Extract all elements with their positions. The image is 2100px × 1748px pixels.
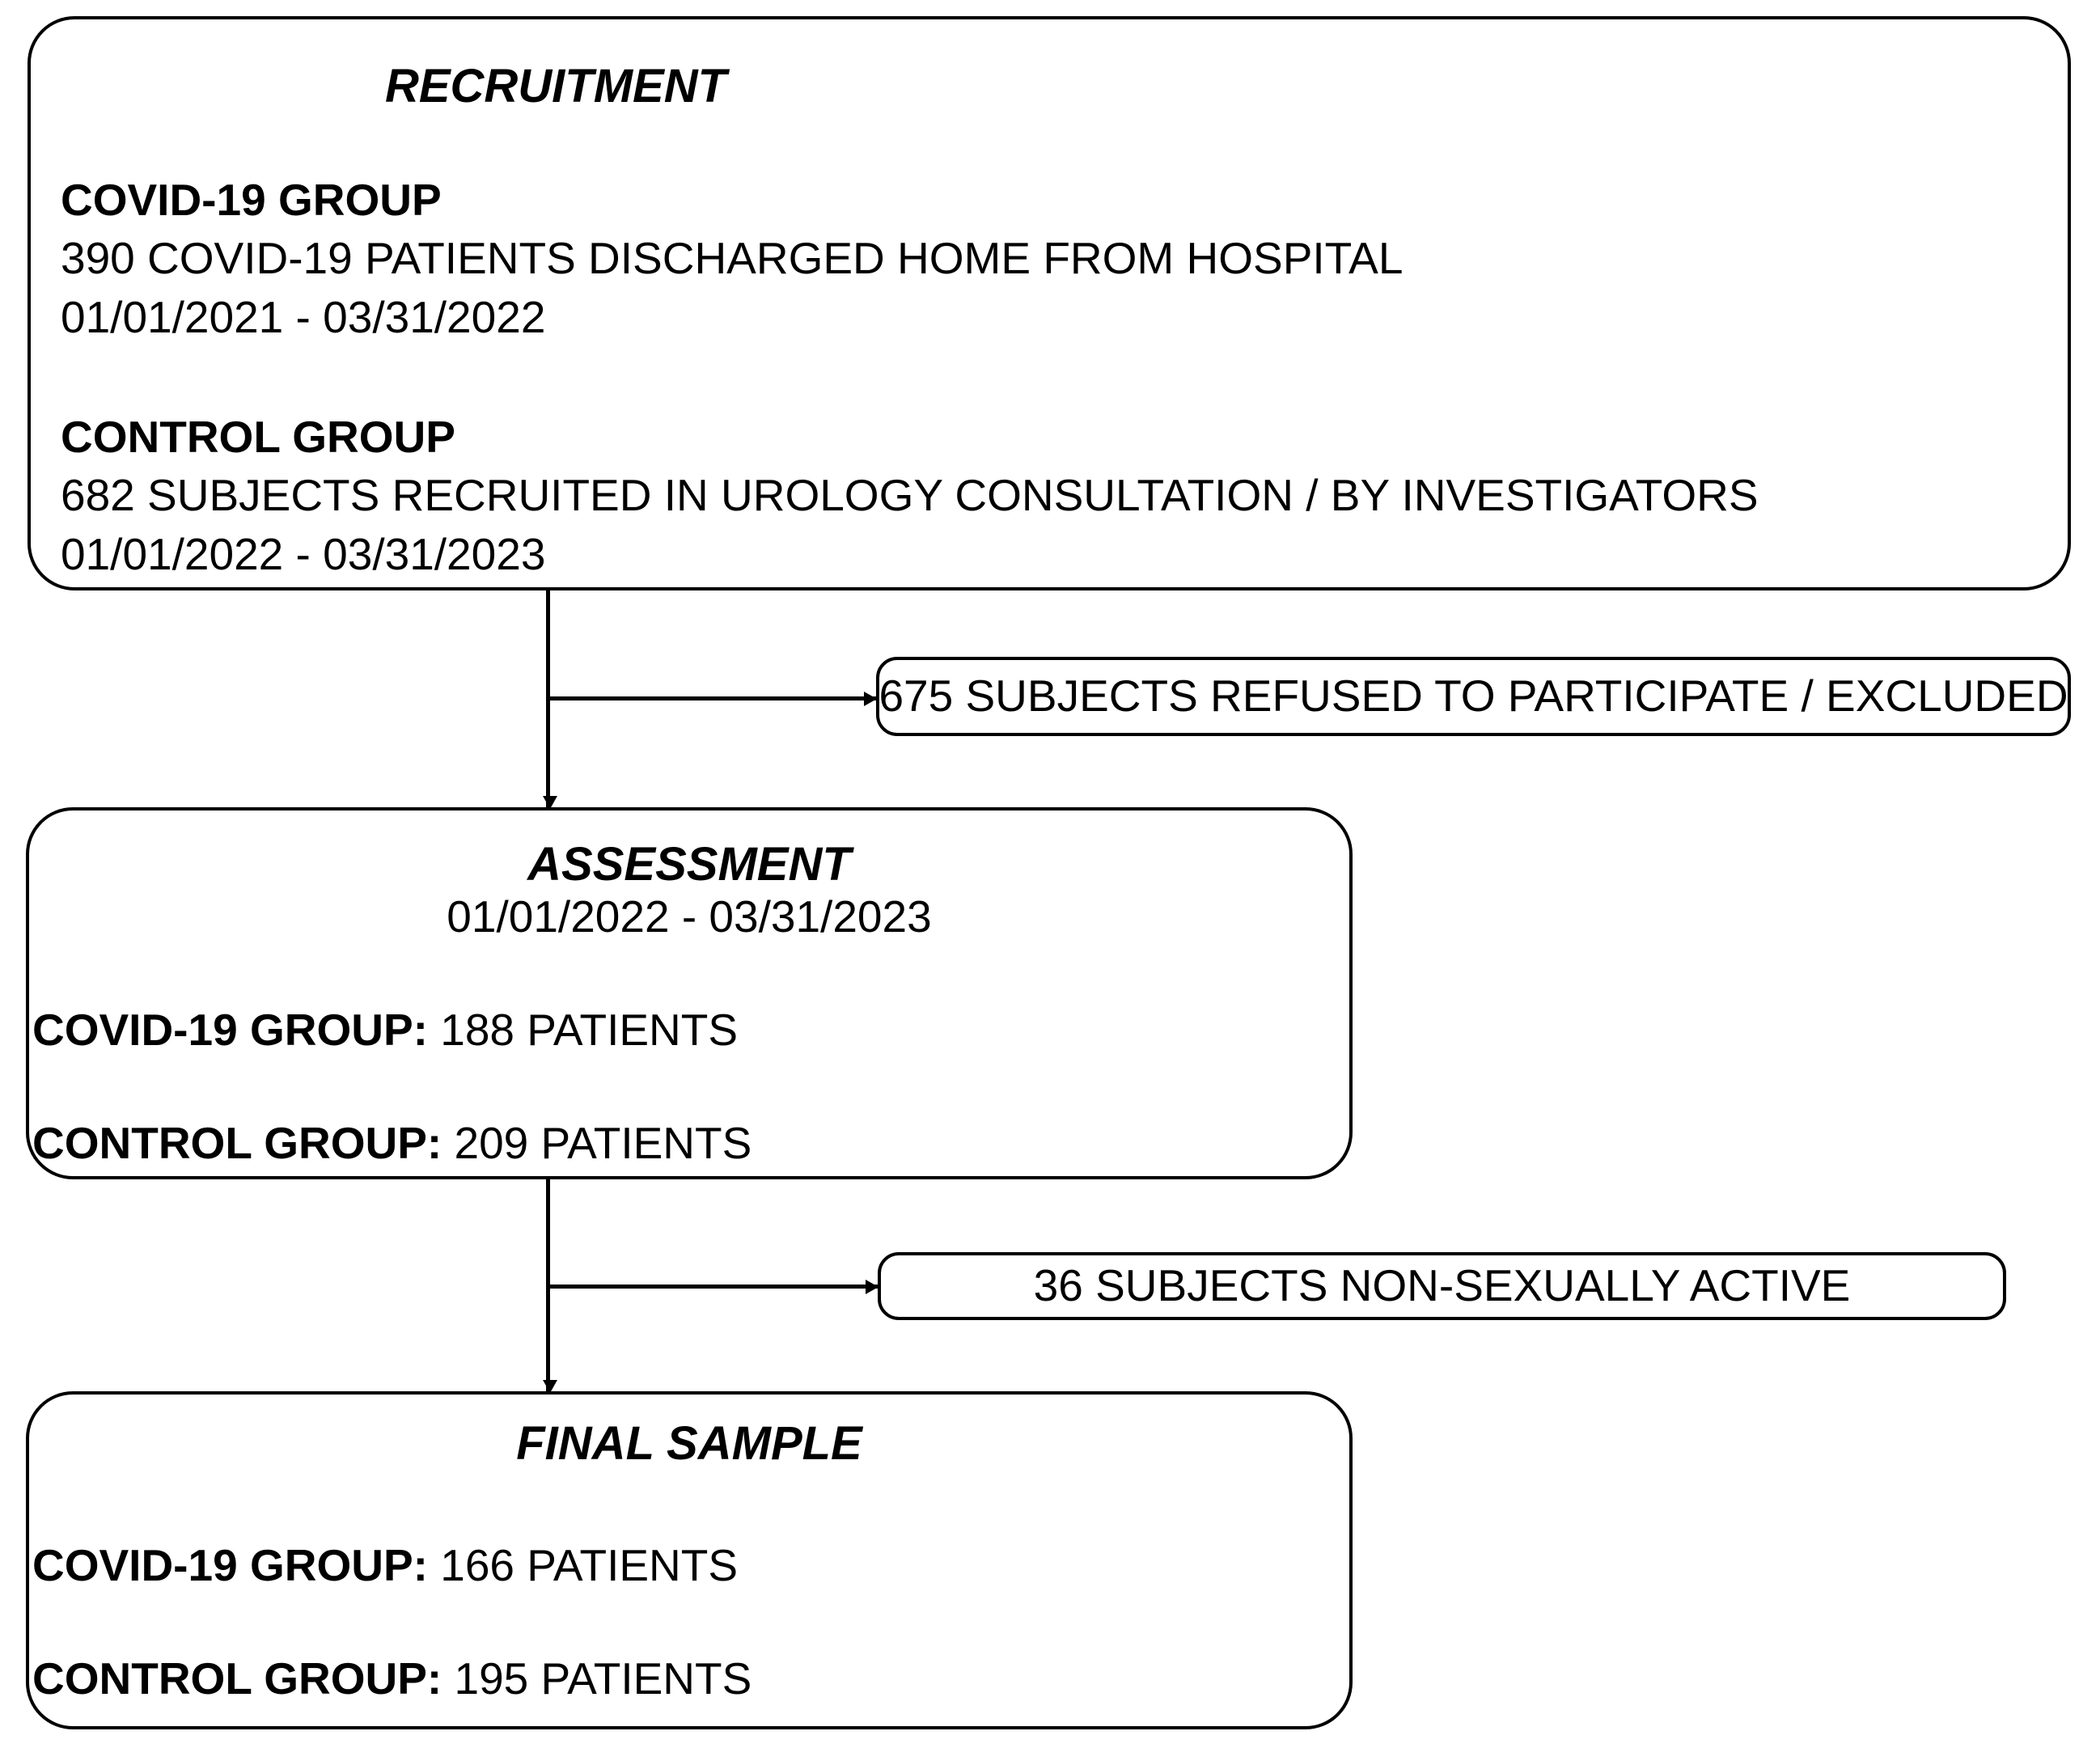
- connector-recruitment-to-excluded-1: [546, 696, 876, 700]
- recruitment-control-group-line-1: 682 SUBJECTS RECRUITED IN UROLOGY CONSUL…: [61, 470, 1759, 520]
- assessment-subtitle: 01/01/2022 - 03/31/2023: [447, 891, 932, 942]
- final-sample-row-covid-value: 166 PATIENTS: [427, 1540, 739, 1590]
- node-excluded-1: [876, 657, 2071, 736]
- recruitment-control-group-label: CONTROL GROUP: [61, 412, 455, 462]
- node-excluded-2: [878, 1252, 2006, 1320]
- final-sample-row-covid: COVID-19 GROUP: 166 PATIENTS: [32, 1543, 738, 1588]
- assessment-row-covid-label: COVID-19 GROUP:: [32, 1005, 428, 1055]
- final-sample-row-control-label: CONTROL GROUP:: [32, 1653, 442, 1704]
- node-recruitment: [28, 16, 2071, 590]
- node-assessment: [26, 807, 1353, 1179]
- connector-assessment-to-final-arrowhead: [543, 1380, 557, 1393]
- final-sample-row-control-value: 195 PATIENTS: [442, 1653, 752, 1704]
- assessment-title: ASSESSMENT: [527, 838, 851, 891]
- recruitment-covid-group-line-1: 390 COVID-19 PATIENTS DISCHARGED HOME FR…: [61, 233, 1404, 283]
- recruitment-control-group-line-2: 01/01/2022 - 03/31/2023: [61, 529, 546, 579]
- assessment-row-control-value: 209 PATIENTS: [442, 1118, 752, 1168]
- recruitment-covid-group-label: COVID-19 GROUP: [61, 175, 442, 225]
- connector-assessment-to-excluded-2: [546, 1285, 878, 1289]
- assessment-row-control-label: CONTROL GROUP:: [32, 1118, 442, 1168]
- final-sample-row-control: CONTROL GROUP: 195 PATIENTS: [32, 1657, 752, 1701]
- final-sample-row-covid-label: COVID-19 GROUP:: [32, 1540, 428, 1590]
- connector-recruitment-to-excluded-1-arrowhead: [864, 692, 877, 706]
- recruitment-covid-group-line-2: 01/01/2021 - 03/31/2022: [61, 292, 546, 342]
- final-sample-title: FINAL SAMPLE: [516, 1417, 862, 1470]
- excluded-2-text: 36 SUBJECTS NON-SEXUALLY ACTIVE: [1033, 1260, 1851, 1310]
- recruitment-title: RECRUITMENT: [384, 60, 727, 112]
- connector-assessment-to-excluded-2-arrowhead: [866, 1280, 879, 1294]
- connector-recruitment-to-assessment-arrowhead: [543, 796, 557, 809]
- assessment-row-covid-value: 188 PATIENTS: [427, 1005, 739, 1055]
- node-final-sample: [26, 1391, 1353, 1729]
- excluded-1-text: 675 SUBJECTS REFUSED TO PARTICIPATE / EX…: [879, 671, 2068, 721]
- assessment-row-covid: COVID-19 GROUP: 188 PATIENTS: [32, 1008, 738, 1052]
- assessment-row-control: CONTROL GROUP: 209 PATIENTS: [32, 1121, 752, 1166]
